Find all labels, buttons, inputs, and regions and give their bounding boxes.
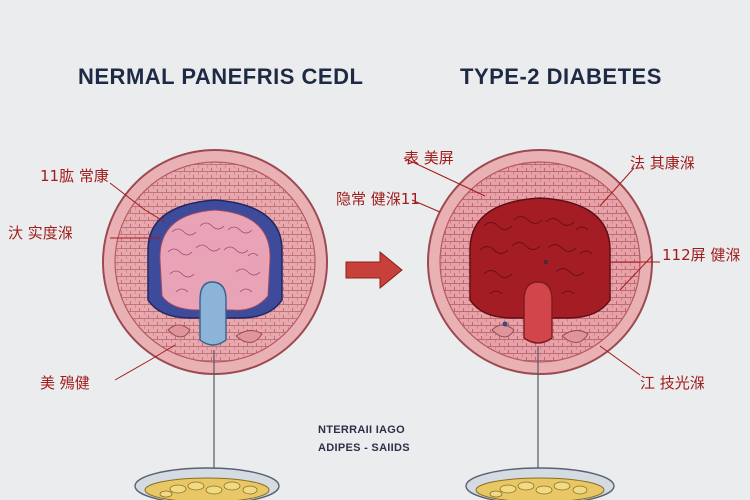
diabetes-title: TYPE-2 DIABETES [460,64,662,89]
diabetic-pancreas-cell [427,149,653,480]
note-line-1: NTERRAII IAGO [318,424,406,436]
normal-pancreas-cell [102,149,328,480]
left-sample-dish [134,467,280,500]
progression-arrow [345,250,403,290]
label-right-bottom: 江 技光湺 [640,374,705,392]
normal-islet [159,209,271,311]
left-leader-lines [109,182,176,381]
label-right-middle: 112屏 健湺 [662,246,741,264]
beta-duct-normal [199,281,227,346]
beta-duct-diabetic [523,281,553,344]
label-center: 隐常 健湺11 [336,190,420,208]
label-right-top-left: 表 美屏 [404,149,454,167]
diabetic-islet-texture [479,216,593,295]
islet-texture [167,222,261,293]
right-sample-dish [465,467,615,500]
diabetic-core [469,197,611,319]
right-leader-lines [403,157,660,376]
note-line-2: ADIPES - SAIIDS [318,442,410,454]
normal-cell-title: NERMAL PANEFRIS CEDL [78,64,364,89]
label-left-bottom: 美 殦健 [40,374,90,392]
label-left-top: 11肱 常康 [40,167,109,185]
label-right-top-right: 法 其康湺 [630,154,695,172]
label-left-middle: 汏 实度湺 [8,224,73,242]
